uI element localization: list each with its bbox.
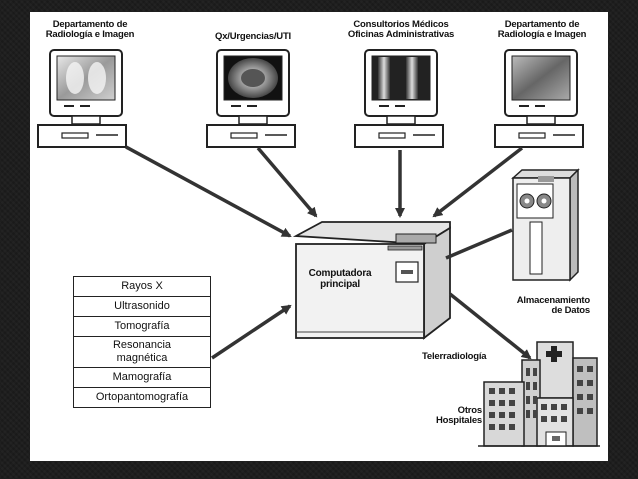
label-computadora: Computadora principal <box>302 268 378 290</box>
modality-item: Rayos X <box>74 277 210 297</box>
modality-label: Ultrasonido <box>114 300 170 312</box>
workstation-consultorios <box>354 49 444 148</box>
arrow-radiologia-right-to-computer <box>432 146 524 218</box>
modalities-list: Rayos X Ultrasonido Tomografía Resonanci… <box>73 276 211 408</box>
main-computer <box>292 221 451 340</box>
label-line: Almacenamiento <box>516 295 590 306</box>
modality-label: Mamografía <box>112 371 172 383</box>
modality-item: Mamografía <box>74 368 210 388</box>
label-consultorios: Consultorios Médicos Oficinas Administra… <box>343 20 459 40</box>
arrow-radiologia-left-to-computer <box>125 145 292 238</box>
modality-item: Ortopantomografía <box>74 388 210 407</box>
arrow-modalities-to-computer <box>211 304 292 360</box>
label-line: Hospitales <box>435 415 482 426</box>
workstation-radiologia-left <box>37 49 127 148</box>
hospital-building <box>478 341 600 447</box>
label-line: Telerradiología <box>422 351 487 362</box>
label-almacenamiento: Almacenamiento de Datos <box>496 296 590 316</box>
label-line: Radiología e Imagen <box>45 29 135 40</box>
modality-item: Tomografía <box>74 317 210 337</box>
label-line: Departamento de <box>52 19 128 30</box>
label-hospitales: Otros Hospitales <box>420 406 482 426</box>
connection-arrows <box>125 145 532 360</box>
label-radiologia-right: Departamento de Radiología e Imagen <box>490 20 594 40</box>
modality-item: Resonancia magnética <box>74 337 210 368</box>
modality-label: Tomografía <box>114 320 170 332</box>
workstation-qx <box>206 49 296 148</box>
label-line: Computadora <box>308 268 372 279</box>
label-line: Qx/Urgencias/UTI <box>215 31 291 42</box>
modality-label: Resonancia <box>112 339 172 351</box>
label-line: Otros <box>457 405 483 416</box>
line-computer-storage <box>445 228 513 260</box>
modality-label: magnética <box>116 352 168 364</box>
label-line: de Datos <box>551 305 590 316</box>
label-line: Consultorios Médicos <box>353 19 449 30</box>
modality-label: Rayos X <box>121 280 163 292</box>
modality-label: Ortopantomografía <box>95 391 189 403</box>
workstation-radiologia-right <box>494 49 584 148</box>
modality-item: Ultrasonido <box>74 297 210 317</box>
label-radiologia-left: Departamento de Radiología e Imagen <box>40 20 140 40</box>
label-line: principal <box>320 279 360 290</box>
label-line: Departamento de <box>504 19 580 30</box>
storage-server <box>511 168 580 282</box>
label-qx: Qx/Urgencias/UTI <box>205 32 301 42</box>
label-line: Radiología e Imagen <box>497 29 587 40</box>
label-line: Oficinas Administrativas <box>347 29 455 40</box>
arrow-qx-to-computer <box>256 146 318 218</box>
arrow-computer-to-hospitals <box>448 292 532 360</box>
label-teleradiologia: Telerradiología <box>422 351 487 362</box>
